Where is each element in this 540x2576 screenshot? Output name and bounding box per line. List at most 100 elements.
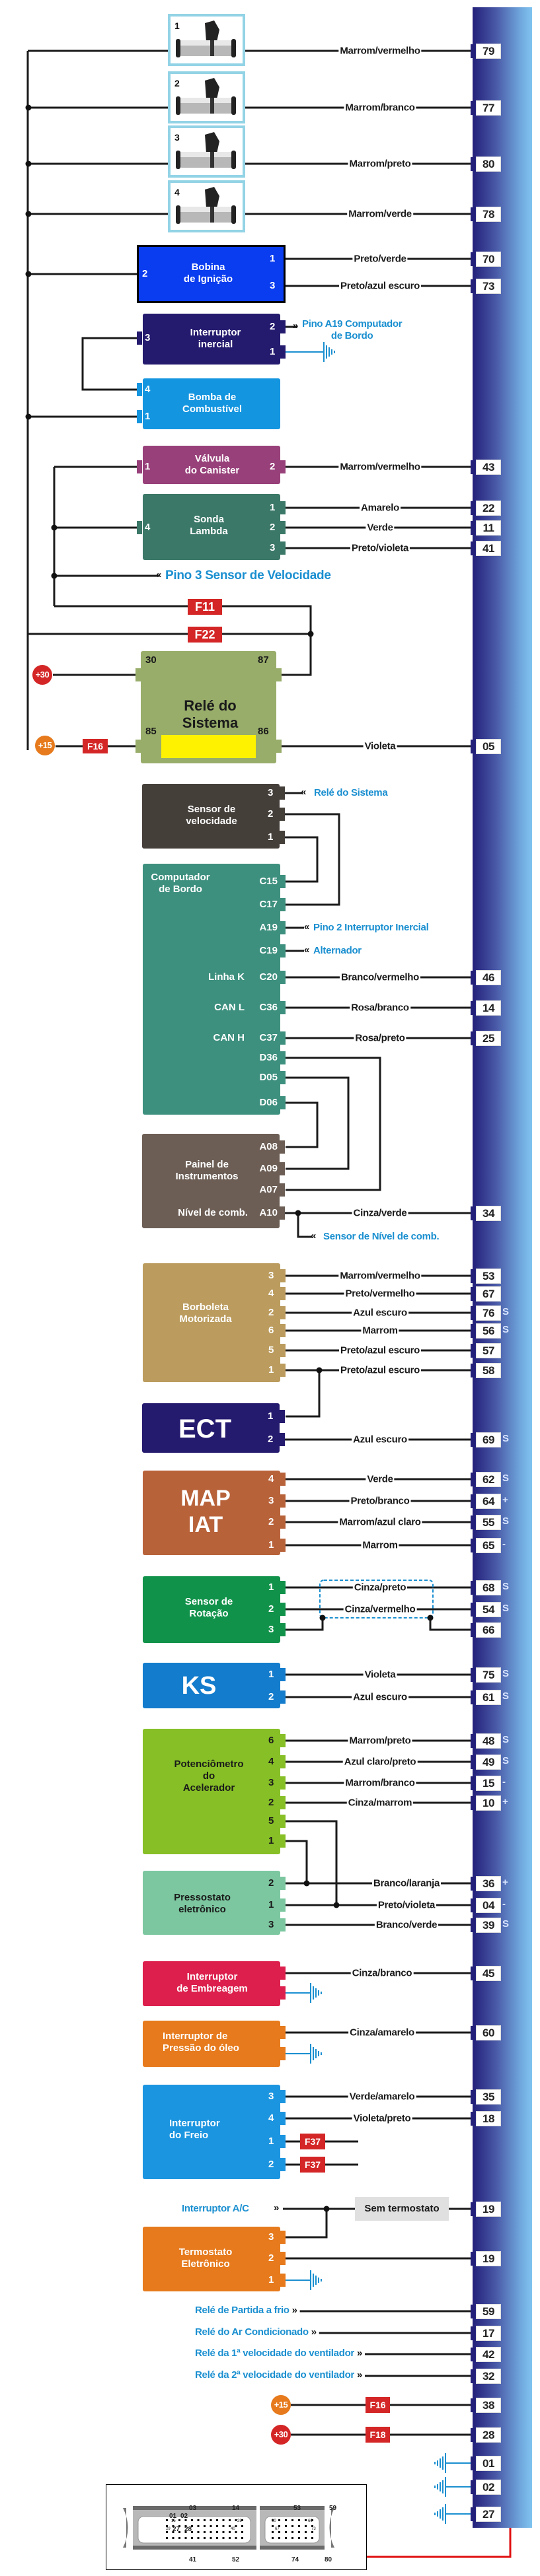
ecu-pin-25: 25 <box>476 1031 501 1046</box>
wire-color-label: Rosa/branco <box>350 1002 410 1014</box>
connector-pin-label: 60 <box>272 2519 276 2523</box>
ecu-pin-43: 43 <box>476 460 501 475</box>
ecu-pin-tab <box>471 1539 475 1552</box>
pin-tab <box>137 460 142 473</box>
supply-plus15: +15 <box>271 2395 291 2415</box>
wire <box>286 1820 338 1905</box>
pin-tab <box>280 2112 286 2125</box>
pin-number: 5 <box>268 1815 274 1827</box>
pin-number: 3 <box>268 1777 274 1788</box>
block-title: Sensor de Rotação <box>184 1596 233 1619</box>
pin-tab <box>280 541 286 555</box>
ecu-pin-tab <box>471 207 475 221</box>
pin-number: 2 <box>270 522 276 533</box>
signal-mark: - <box>502 1898 506 1910</box>
pin-number: 1 <box>268 1899 274 1910</box>
pin-number: 1 <box>268 1582 274 1593</box>
ecu-pin-18: 18 <box>476 2111 501 2126</box>
pin-tab <box>280 808 285 821</box>
fuse-f22: F22 <box>188 627 222 643</box>
injector-number: 2 <box>174 78 180 88</box>
pin-number: 1 <box>268 1669 274 1680</box>
pin-number: 2 <box>268 1877 274 1889</box>
wire-color-label: Preto/violeta <box>350 542 410 554</box>
wire-color-label: Azul escuro <box>352 1434 408 1445</box>
ecu-pin-tab <box>471 521 475 535</box>
pin-number: D36 <box>259 1052 278 1063</box>
fuel-injector: 1 <box>168 14 245 66</box>
ecu-pin-59: 59 <box>476 2304 501 2319</box>
ecu-pin-tab <box>471 1776 475 1790</box>
chevron-right-icon: » <box>291 2305 297 2316</box>
pin-number: 30 <box>145 654 157 666</box>
connector-pin-label: 15 <box>171 2519 176 2523</box>
pin-tab <box>280 1433 285 1446</box>
cross-reference-note: Pino 3 Sensor de Velocidade <box>165 569 331 582</box>
ecu-pin-41: 41 <box>476 541 501 556</box>
pin-number: 2 <box>142 268 148 279</box>
wire-color-label: Marrom/verde <box>347 208 413 220</box>
signal-mark: S <box>502 1755 510 1766</box>
pin-tab <box>280 898 286 911</box>
block-pressostato: Pressostato eletrônico <box>143 1871 280 1935</box>
pin-number: 2 <box>268 1434 274 1445</box>
ecu-pin-27: 27 <box>476 2507 501 2522</box>
signal-mark: S <box>502 1433 510 1444</box>
pin-tab <box>280 786 285 800</box>
pin-number: 2 <box>268 808 274 819</box>
injector-icon <box>176 187 236 224</box>
pin-tab <box>280 2252 286 2265</box>
ecu-pin-tab <box>471 1668 475 1682</box>
wire <box>286 2209 328 2239</box>
block-oleo: Interruptor de Pressão do óleo <box>143 2021 280 2067</box>
pin-tab <box>280 1473 286 1486</box>
pin-tab <box>276 668 282 681</box>
ecu-pin-tab <box>471 1581 475 1595</box>
ecu-pin-34: 34 <box>476 1206 501 1221</box>
wire-color-label: Preto/azul escuro <box>339 280 421 292</box>
connector-pin-label: 73 <box>311 2527 316 2531</box>
wire <box>81 337 137 391</box>
pin-tab <box>280 1051 286 1064</box>
connector-pin-label: 29 <box>166 2527 171 2531</box>
wire <box>285 836 319 883</box>
connector-pin-label: 14 <box>232 2505 240 2512</box>
pin-tab <box>280 2231 286 2244</box>
pin-number: A19 <box>259 922 278 933</box>
wire <box>286 1840 308 1883</box>
block-title: Potenciômetro do Acelerador <box>174 1758 244 1793</box>
pin-number: 1 <box>270 346 276 357</box>
ecu-pin-tab <box>471 1515 475 1529</box>
signal-mark: S <box>502 1690 510 1702</box>
pin-number: 3 <box>268 1919 274 1930</box>
ecu-pin-tab <box>471 44 475 58</box>
pin-tab <box>280 1796 286 1809</box>
supply-plus30: +30 <box>271 2425 291 2445</box>
connector-pin-label: 28 <box>184 2526 192 2533</box>
sem-termostato-badge: Sem termostato <box>355 2197 449 2221</box>
pin-tab <box>280 1162 285 1175</box>
pin-tab <box>280 1755 286 1768</box>
wire-color-label: Cinza/preto <box>352 1582 408 1593</box>
pin-tab <box>280 2274 286 2287</box>
pin-tab <box>135 668 141 681</box>
junction-dot <box>307 631 314 637</box>
pin-tab <box>280 1690 286 1704</box>
junction-dot <box>25 160 32 167</box>
block-title: Bobina de Ignição <box>183 261 233 285</box>
chevron-right-icon: » <box>356 2369 363 2381</box>
chevron-left-icon: « <box>304 921 310 932</box>
pin-tab <box>280 1603 286 1616</box>
wire-color-label: Preto/verde <box>352 253 408 265</box>
block-title: Termostato Eletrônico <box>178 2246 233 2270</box>
pin-number: 86 <box>258 726 269 737</box>
junction-dot <box>25 211 32 217</box>
block-computador: Computador de Bordo <box>143 864 280 1115</box>
signal-mark: S <box>502 1734 510 1745</box>
pin-tab <box>280 1183 285 1197</box>
wire-color-label: Marrom/vermelho <box>338 461 422 473</box>
ecu-pin-66: 66 <box>476 1622 501 1638</box>
ecu-pin-tab <box>471 2202 475 2216</box>
pin-number: 2 <box>268 2252 274 2264</box>
injector-icon <box>176 20 236 57</box>
